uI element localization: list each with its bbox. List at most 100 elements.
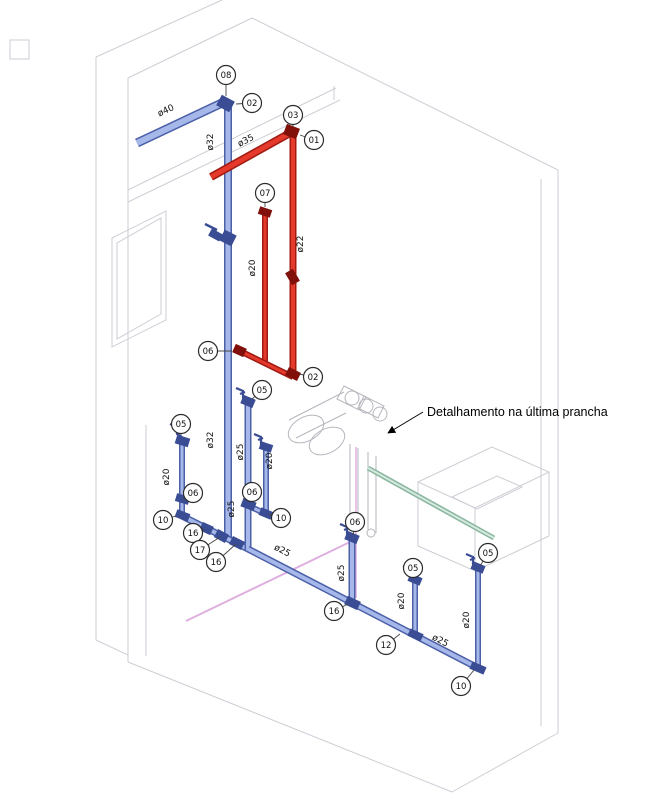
callout-circle <box>241 481 263 503</box>
fittings-layer <box>174 94 487 675</box>
callout-number: 05 <box>408 564 419 574</box>
callout-10: 10 <box>152 509 177 531</box>
red-pipe-fitting <box>284 366 302 382</box>
pipe-diameter-label: ø25 <box>272 543 292 560</box>
red-pipe-fitting <box>283 123 300 140</box>
blue-pipe-fitting <box>174 434 191 448</box>
blue-pipe-fitting <box>204 222 218 232</box>
callout-circle <box>254 182 276 204</box>
callout-number: 06 <box>350 518 361 528</box>
callout-06: 06 <box>197 340 232 362</box>
blue-pipe-fitting <box>258 507 274 520</box>
callout-number: 17 <box>195 546 206 556</box>
blue-pipe-fitting <box>174 509 191 522</box>
blue-pipe-fitting <box>219 229 237 247</box>
pump-equipment <box>287 385 388 538</box>
callout-01: 01 <box>299 129 325 151</box>
callout-06: 06 <box>344 511 366 536</box>
callout-number: 03 <box>288 111 299 121</box>
callout-circle <box>197 340 219 362</box>
callout-06: 06 <box>182 482 204 504</box>
callout-05: 05 <box>477 542 499 567</box>
callout-number: 10 <box>276 514 287 524</box>
faucet-icon <box>235 386 249 402</box>
pipe-diameter-label: ø20 <box>162 468 172 485</box>
callout-07: 07 <box>254 182 276 207</box>
callout-number: 05 <box>483 549 494 559</box>
callout-16: 16 <box>205 543 237 573</box>
callout-17: 17 <box>189 536 221 561</box>
callout-circle <box>344 511 366 533</box>
callout-06: 06 <box>241 481 263 503</box>
callout-number: 16 <box>188 529 199 539</box>
callout-circle <box>215 64 237 86</box>
faucet-icon <box>465 552 479 568</box>
callout-number: 02 <box>247 99 258 109</box>
callout-number: 10 <box>158 516 169 526</box>
pipe-diameter-label: ø20 <box>248 259 258 276</box>
callout-number: 16 <box>211 558 222 568</box>
pipe-diameter-label: ø25 <box>337 565 347 582</box>
callout-circle <box>302 366 324 388</box>
callout-number: 16 <box>329 607 340 617</box>
callout-circle <box>182 482 204 504</box>
callout-circle <box>402 557 424 579</box>
callout-number: 10 <box>456 682 467 692</box>
red-pipe <box>209 129 292 181</box>
red-pipe-fitting <box>285 268 300 286</box>
callout-circle <box>182 522 204 544</box>
callout-circle <box>323 600 345 622</box>
callout-03: 03 <box>282 104 304 127</box>
pipe-diameter-label: ø25 <box>236 444 246 461</box>
callout-05: 05 <box>251 379 273 401</box>
callout-circle <box>170 413 192 435</box>
window <box>111 210 167 348</box>
callout-circle <box>282 104 304 126</box>
blue-pipe-fitting <box>240 497 257 512</box>
annotation-group: Detalhamento na última prancha <box>387 405 608 434</box>
blue-pipe-fitting <box>199 521 214 536</box>
callouts-layer: 08 02 03 01 07 06 02 05 05 06 06 10 10 16 17 16 06 05 05 16… <box>152 64 499 697</box>
pipe-diameter-label: ø32 <box>206 134 216 151</box>
blue-pipe-fitting <box>208 228 223 242</box>
callout-16: 16 <box>323 600 349 622</box>
blue-pipe-fitting <box>213 529 230 543</box>
callout-02: 02 <box>298 366 324 388</box>
blue-pipe-fitting <box>344 595 361 611</box>
callout-circle <box>375 634 397 656</box>
callout-number: 07 <box>260 189 271 199</box>
callout-circle <box>152 509 174 531</box>
callout-10: 10 <box>450 669 475 697</box>
pipe-diameter-label: ø20 <box>265 452 275 469</box>
callout-16: 16 <box>182 522 206 544</box>
pipe-diameter-label: ø22 <box>296 236 306 253</box>
red-pipe <box>238 348 295 380</box>
callout-number: 08 <box>221 71 232 81</box>
callout-number: 06 <box>247 488 258 498</box>
callout-circle <box>450 675 472 697</box>
pipe-diameter-label: ø20 <box>462 611 472 628</box>
pipe-diameter-label: ø40 <box>156 103 176 119</box>
blue-pipe-fitting <box>469 661 487 675</box>
annotation-arrow <box>387 411 424 434</box>
pink-pipe <box>185 540 353 622</box>
callout-circle <box>477 542 499 564</box>
teal-pipe <box>366 465 496 541</box>
callout-02: 02 <box>235 92 263 114</box>
counter-sink <box>416 446 551 572</box>
callout-number: 05 <box>257 386 268 396</box>
callout-08: 08 <box>215 64 237 96</box>
annotation-text: Detalhamento na última prancha <box>427 405 608 419</box>
callout-number: 01 <box>309 136 320 146</box>
callout-circle <box>251 379 273 401</box>
building-structure <box>9 0 559 793</box>
pipe-diameter-label: ø32 <box>206 432 216 449</box>
callout-circle <box>303 129 325 151</box>
callout-05: 05 <box>170 413 192 435</box>
callout-10: 10 <box>267 507 292 529</box>
red-pipe-fitting <box>232 343 247 358</box>
callout-number: 05 <box>176 420 187 430</box>
callout-05: 05 <box>402 557 424 579</box>
callout-number: 02 <box>308 373 319 383</box>
